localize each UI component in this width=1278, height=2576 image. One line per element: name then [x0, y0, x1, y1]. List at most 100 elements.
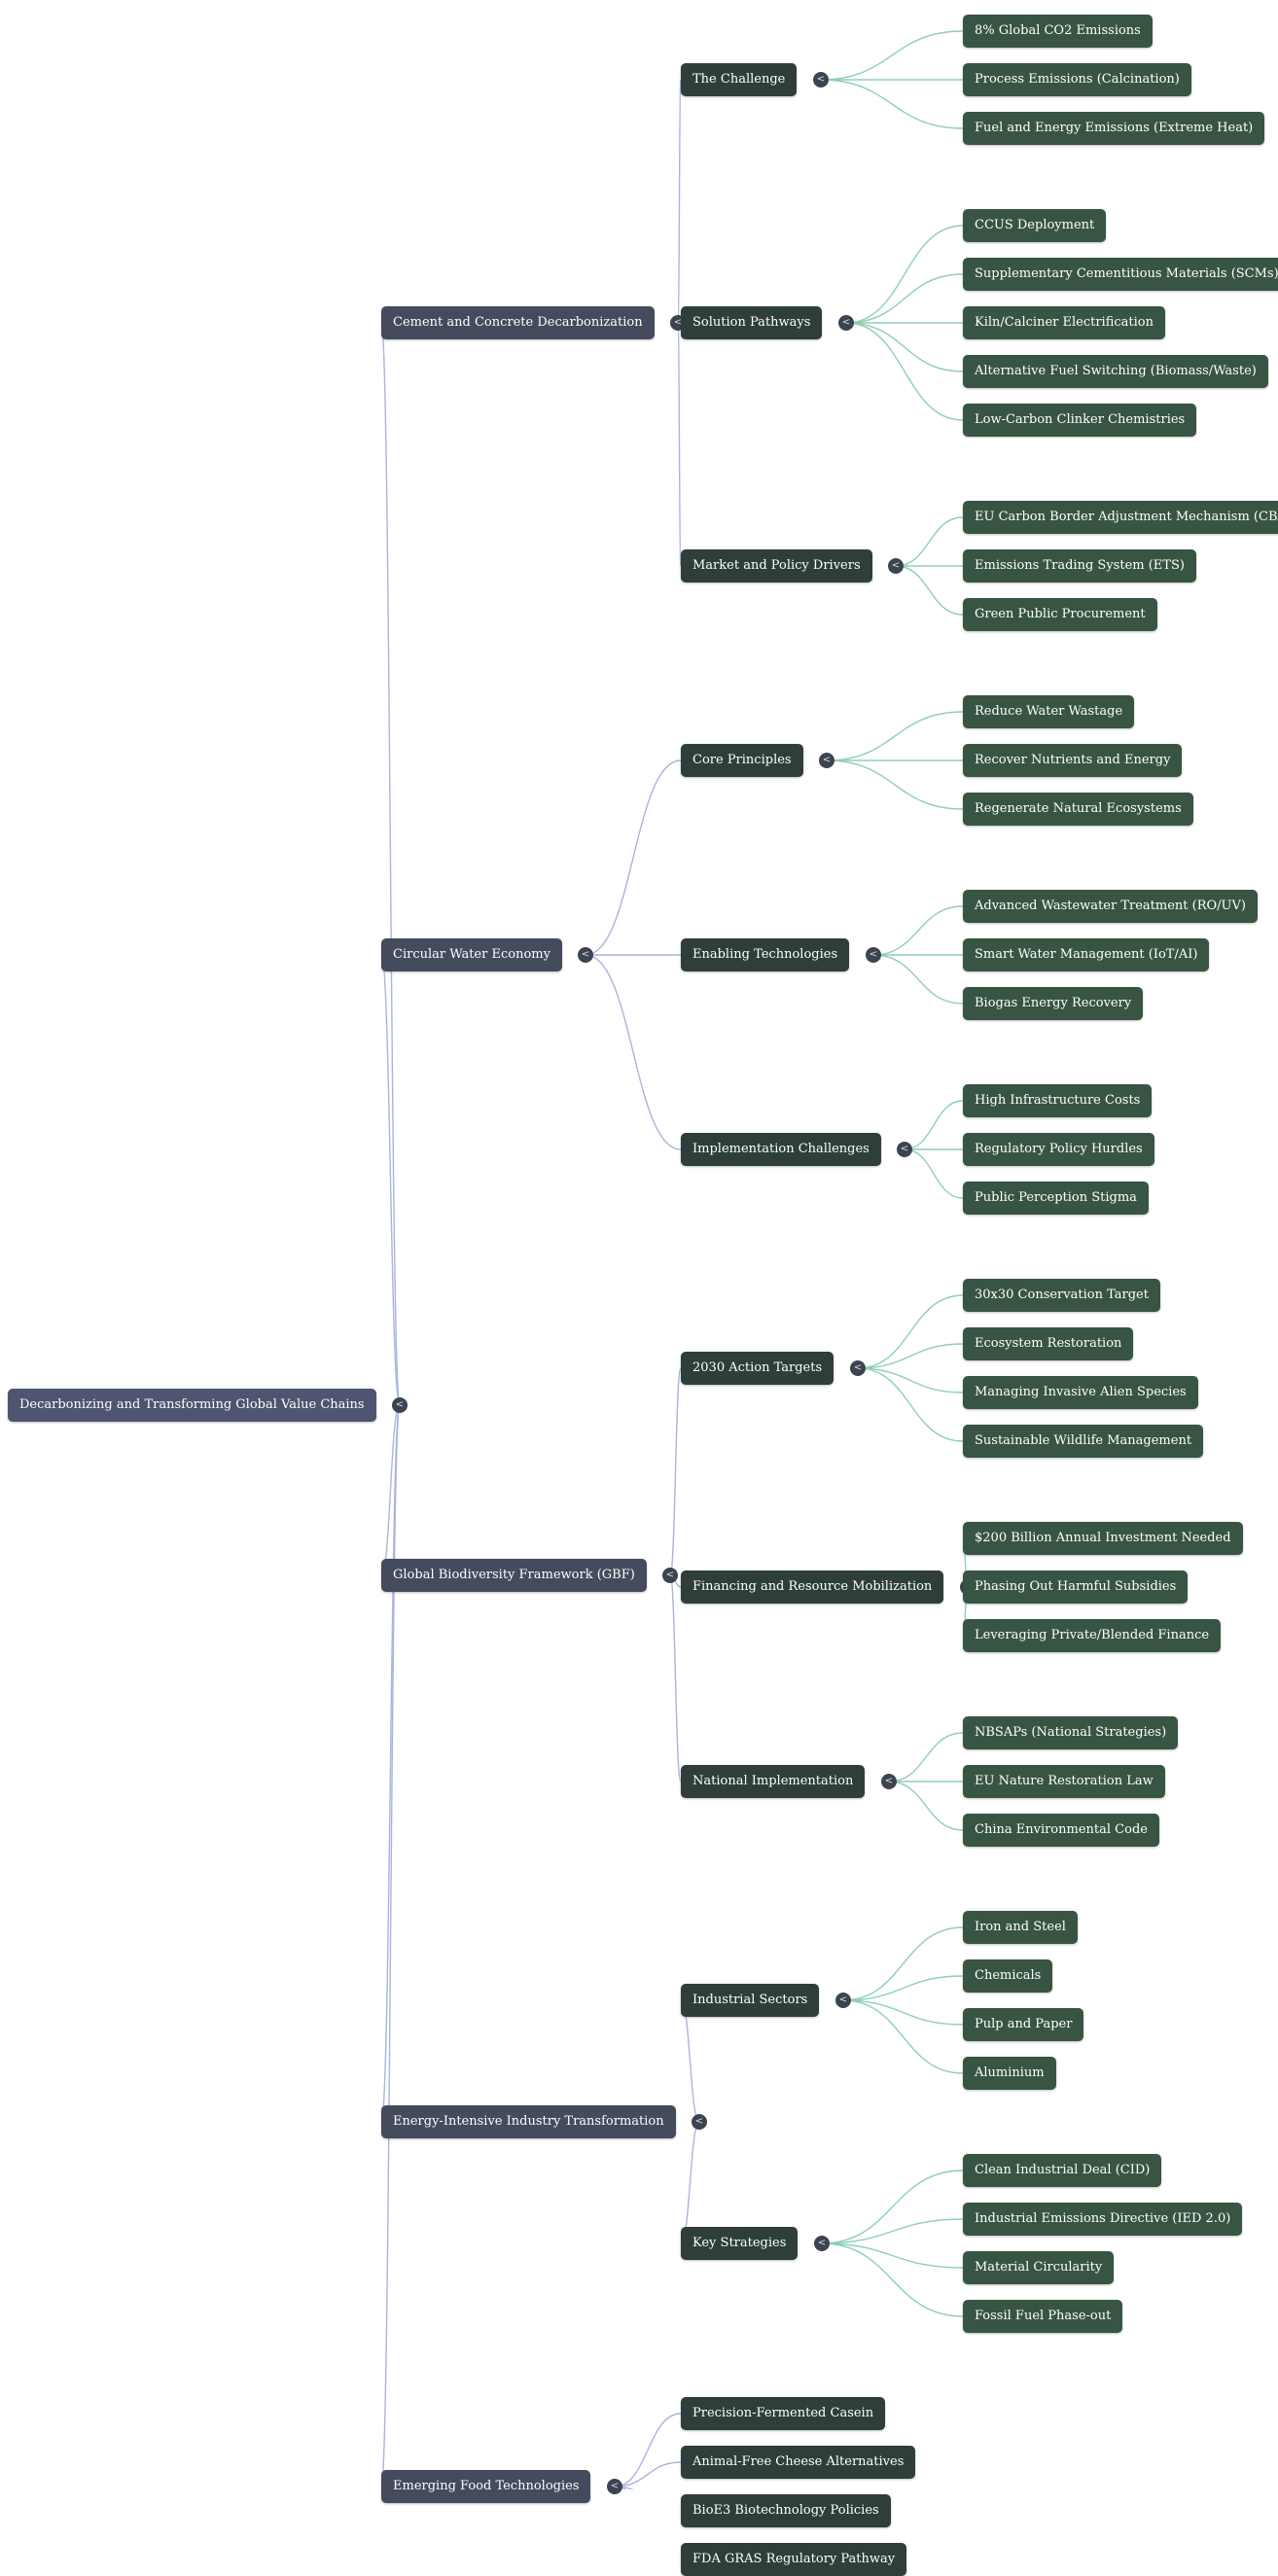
topic-node[interactable]: The Challenge — [681, 63, 798, 96]
connector-line — [904, 1100, 964, 1150]
topic-node[interactable]: Solution Pathways — [681, 306, 823, 339]
collapse-toggle-icon[interactable]: < — [813, 72, 829, 88]
branch-node[interactable]: Energy-Intensive Industry Transformation — [381, 2105, 676, 2138]
leaf-node[interactable]: Low-Carbon Clinker Chemistries — [963, 404, 1197, 437]
leaf-node[interactable]: Emissions Trading System (ETS) — [963, 549, 1196, 582]
leaf-node[interactable]: Phasing Out Harmful Subsidies — [963, 1570, 1189, 1604]
collapse-toggle-icon[interactable]: < — [838, 315, 854, 331]
collapse-toggle-icon[interactable]: < — [392, 1396, 408, 1413]
connector-line — [842, 1999, 964, 2026]
connector-line — [821, 2170, 964, 2244]
topic-node[interactable]: Key Strategies — [681, 2227, 799, 2260]
leaf-node[interactable]: Material Circularity — [963, 2251, 1115, 2284]
leaf-node[interactable]: Iron and Steel — [963, 1911, 1078, 1944]
connector-line — [380, 1403, 401, 2123]
leaf-node[interactable]: Kiln/Calciner Electrification — [963, 306, 1165, 339]
collapse-toggle-icon[interactable]: < — [819, 753, 834, 768]
connector-line — [842, 1999, 964, 2074]
leaf-node[interactable]: Fuel and Energy Emissions (Extreme Heat) — [963, 112, 1265, 145]
leaf-node[interactable]: Sustainable Wildlife Management — [963, 1425, 1204, 1458]
leaf-node[interactable]: Green Public Procurement — [963, 598, 1157, 631]
leaf-node[interactable]: EU Nature Restoration Law — [963, 1765, 1165, 1798]
connector-line — [857, 1367, 964, 1442]
connector-line — [820, 79, 964, 129]
leaf-node[interactable]: EU Carbon Border Adjustment Mechanism (C… — [963, 501, 1278, 534]
connector-line — [895, 516, 964, 567]
leaf-node[interactable]: Fossil Fuel Phase-out — [963, 2300, 1123, 2333]
leaf-node[interactable]: Process Emissions (Calcination) — [963, 63, 1191, 96]
connector-line — [845, 273, 964, 324]
connector-line — [895, 565, 964, 616]
collapse-toggle-icon[interactable]: < — [897, 1142, 912, 1157]
topic-node[interactable]: Implementation Challenges — [681, 1133, 881, 1166]
topic-node[interactable]: Enabling Technologies — [681, 938, 850, 971]
leaf-node[interactable]: Public Perception Stigma — [963, 1182, 1149, 1215]
leaf-node[interactable]: Managing Invasive Alien Species — [963, 1376, 1198, 1409]
leaf-node[interactable]: Regenerate Natural Ecosystems — [963, 793, 1193, 826]
leaf-node[interactable]: Reduce Water Wastage — [963, 695, 1135, 728]
topic-node[interactable]: Precision-Fermented Casein — [681, 2397, 886, 2430]
topic-node[interactable]: National Implementation — [681, 1765, 866, 1798]
connector-line — [888, 1732, 964, 1782]
leaf-node[interactable]: High Infrastructure Costs — [963, 1084, 1153, 1117]
topic-node[interactable]: Financing and Resource Mobilization — [681, 1570, 944, 1604]
leaf-node[interactable]: Pulp and Paper — [963, 2008, 1084, 2041]
collapse-toggle-icon[interactable]: < — [692, 2114, 707, 2130]
connector-line — [842, 1926, 964, 2001]
connector-line — [820, 30, 964, 81]
leaf-node[interactable]: Advanced Wastewater Treatment (RO/UV) — [963, 890, 1258, 923]
leaf-node[interactable]: $200 Billion Annual Investment Needed — [963, 1522, 1243, 1555]
collapse-toggle-icon[interactable]: < — [888, 558, 904, 574]
connector-line — [585, 759, 682, 956]
leaf-node[interactable]: Smart Water Management (IoT/AI) — [963, 938, 1210, 971]
topic-node[interactable]: Core Principles — [681, 744, 803, 777]
connector-line — [826, 759, 964, 810]
branch-node[interactable]: Circular Water Economy — [381, 938, 562, 971]
leaf-node[interactable]: Aluminium — [963, 2057, 1056, 2090]
collapse-toggle-icon[interactable]: < — [881, 1774, 897, 1789]
topic-node[interactable]: FDA GRAS Regulatory Pathway — [681, 2543, 907, 2576]
leaf-node[interactable]: 30x30 Conservation Target — [963, 1279, 1160, 1312]
collapse-toggle-icon[interactable]: < — [662, 1567, 678, 1583]
leaf-node[interactable]: Leveraging Private/Blended Finance — [963, 1619, 1222, 1652]
leaf-node[interactable]: CCUS Deployment — [963, 209, 1107, 242]
leaf-node[interactable]: Recover Nutrients and Energy — [963, 744, 1183, 777]
topic-node[interactable]: Industrial Sectors — [681, 1984, 820, 2017]
collapse-toggle-icon[interactable]: < — [607, 2479, 622, 2494]
leaf-node[interactable]: China Environmental Code — [963, 1814, 1159, 1847]
topic-node[interactable]: Market and Policy Drivers — [681, 549, 872, 582]
collapse-toggle-icon[interactable]: < — [578, 947, 593, 963]
leaf-node[interactable]: Supplementary Cementitious Materials (SC… — [963, 258, 1278, 291]
connector-line — [614, 2413, 682, 2488]
leaf-node[interactable]: NBSAPs (National Strategies) — [963, 1716, 1179, 1749]
branch-node[interactable]: Emerging Food Technologies — [381, 2470, 591, 2503]
collapse-toggle-icon[interactable]: < — [835, 1993, 851, 2008]
collapse-toggle-icon[interactable]: < — [814, 2236, 830, 2251]
topic-node[interactable]: Animal-Free Cheese Alternatives — [681, 2446, 916, 2479]
collapse-toggle-icon[interactable]: < — [850, 1360, 866, 1376]
branch-node[interactable]: Global Biodiversity Framework (GBF) — [381, 1558, 647, 1592]
connector-line — [380, 322, 401, 1406]
connector-line — [842, 1975, 964, 2001]
connector-lines — [380, 30, 969, 2489]
leaf-node[interactable]: Ecosystem Restoration — [963, 1327, 1134, 1360]
connector-line — [904, 1148, 964, 1199]
leaf-node[interactable]: 8% Global CO2 Emissions — [963, 15, 1153, 48]
connector-line — [614, 2486, 634, 2489]
branch-node[interactable]: Cement and Concrete Decarbonization — [381, 306, 655, 339]
connector-line — [680, 2121, 700, 2244]
leaf-node[interactable]: Industrial Emissions Directive (IED 2.0) — [963, 2203, 1243, 2236]
topic-node[interactable]: 2030 Action Targets — [681, 1352, 834, 1385]
topic-node[interactable]: BioE3 Biotechnology Policies — [681, 2494, 891, 2527]
connector-line — [380, 954, 401, 1406]
leaf-node[interactable]: Alternative Fuel Switching (Biomass/Wast… — [963, 355, 1268, 388]
collapse-toggle-icon[interactable]: < — [866, 947, 881, 963]
leaf-node[interactable]: Regulatory Policy Hurdles — [963, 1133, 1154, 1166]
leaf-node[interactable]: Clean Industrial Deal (CID) — [963, 2154, 1162, 2187]
root-node[interactable]: Decarbonizing and Transforming Global Va… — [8, 1388, 376, 1422]
leaf-node[interactable]: Chemicals — [963, 1959, 1053, 1993]
connector-line — [826, 711, 964, 761]
connector-line — [677, 79, 682, 324]
connector-line — [872, 954, 964, 1005]
leaf-node[interactable]: Biogas Energy Recovery — [963, 987, 1144, 1020]
